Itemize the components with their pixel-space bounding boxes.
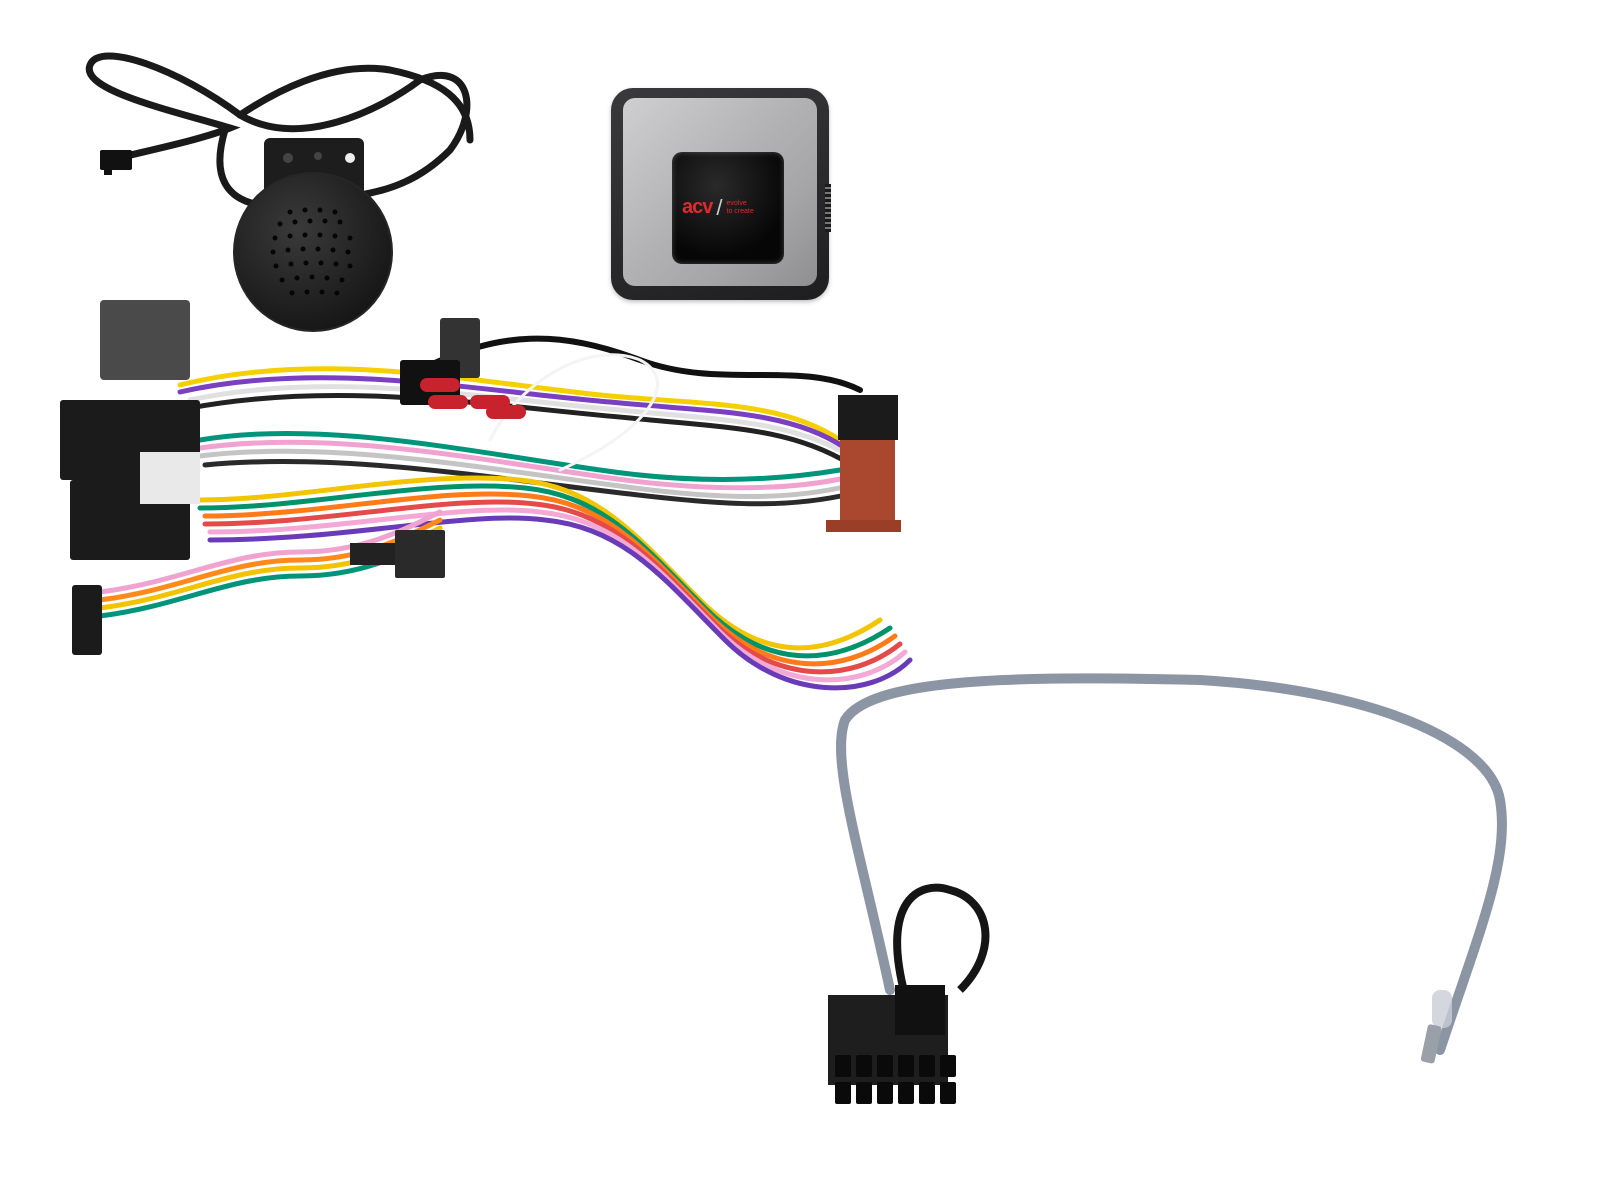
iso-connector	[826, 395, 901, 532]
harness-connectors	[60, 300, 526, 655]
module-badge: acv / evolve to create	[672, 152, 784, 264]
brand-name: acv	[682, 196, 713, 218]
interface-module: acv / evolve to create	[611, 88, 831, 300]
module-port	[825, 184, 831, 232]
patch-cable	[828, 673, 1507, 1104]
speaker-plug	[100, 150, 132, 175]
tagline-line-1: evolve	[726, 199, 747, 207]
module-face: acv / evolve to create	[623, 98, 817, 286]
speaker	[233, 138, 393, 332]
brand-logo: acv / evolve to create	[682, 196, 754, 219]
brand-tagline: evolve to create	[727, 200, 754, 216]
tagline-line-2: to create	[726, 207, 754, 215]
brand-separator: /	[716, 194, 723, 220]
wiring-harness	[97, 335, 913, 691]
